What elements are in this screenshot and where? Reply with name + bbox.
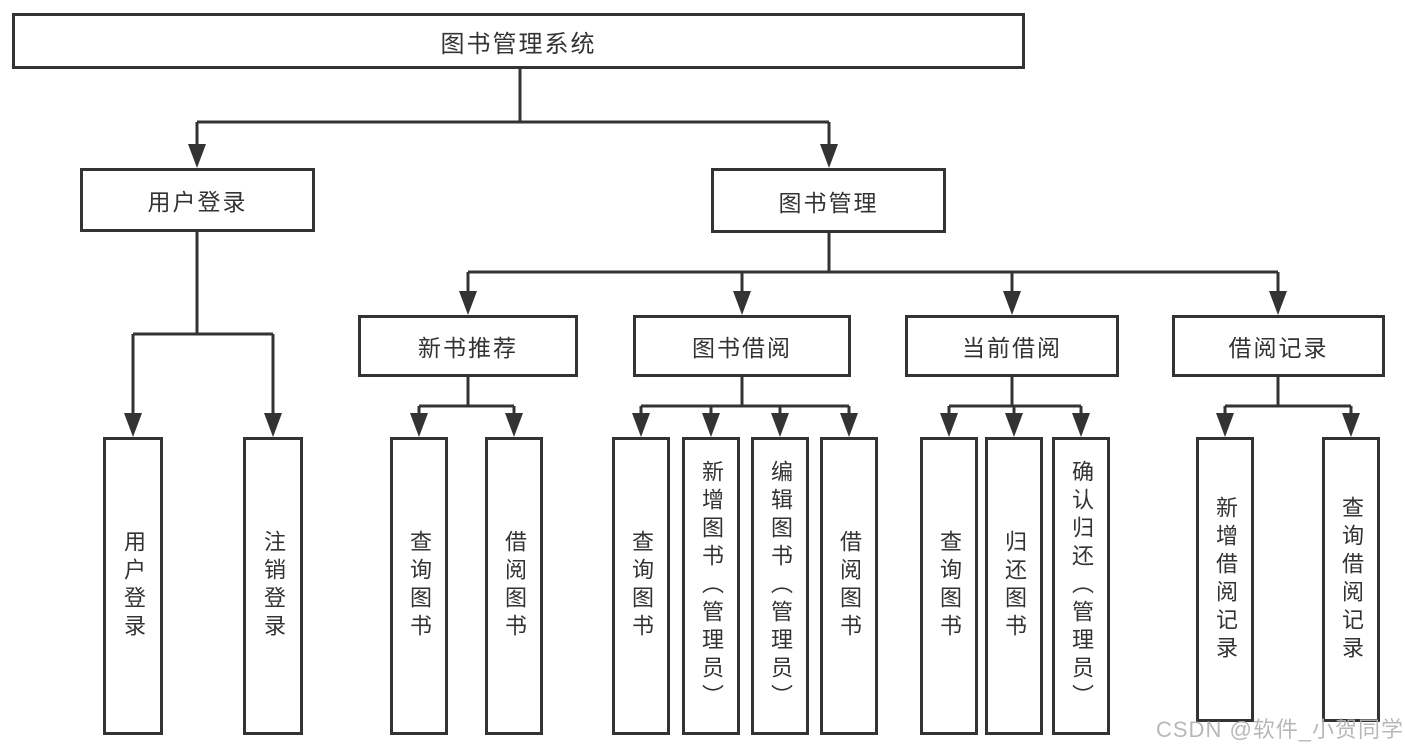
node-current-borrow: 当前借阅	[905, 315, 1119, 377]
leaf-nbr-query-books: 查询图书	[390, 437, 448, 735]
leaf-bb-query-books: 查询图书	[612, 437, 670, 735]
node-new-book-recommend: 新书推荐	[358, 315, 578, 377]
leaf-cb-confirm-return-admin: 确认归还（管理员）	[1052, 437, 1110, 735]
leaf-bb-borrow-books: 借阅图书	[820, 437, 878, 735]
edge-userlogin-to-leaves	[131, 230, 275, 415]
edge-currentborrow-to-leaves	[947, 375, 1083, 415]
leaf-bb-add-books-admin: 新增图书（管理员）	[682, 437, 740, 735]
csdn-watermark: CSDN @软件_小贺同学	[1156, 717, 1405, 742]
edge-newbook-to-leaves	[417, 375, 516, 415]
node-root: 图书管理系统	[12, 13, 1025, 69]
leaf-nbr-borrow-books: 借阅图书	[485, 437, 543, 735]
leaf-logout: 注销登录	[243, 437, 303, 735]
node-book-management: 图书管理	[711, 168, 946, 233]
leaf-cb-return-books: 归还图书	[985, 437, 1043, 735]
node-borrow-records: 借阅记录	[1172, 315, 1385, 377]
node-book-borrow: 图书借阅	[633, 315, 851, 377]
leaf-br-add-record: 新增借阅记录	[1196, 437, 1254, 722]
leaf-cb-query-books: 查询图书	[920, 437, 978, 735]
edge-records-to-leaves	[1223, 375, 1353, 415]
edge-bookmgmt-to-level3	[466, 231, 1280, 293]
node-user-login: 用户登录	[80, 168, 315, 232]
leaf-bb-edit-books-admin: 编辑图书（管理员）	[751, 437, 809, 735]
edge-bookborrow-to-leaves	[639, 375, 851, 415]
arrowheads	[124, 144, 1360, 437]
leaf-user-login: 用户登录	[103, 437, 163, 735]
leaf-br-query-record: 查询借阅记录	[1322, 437, 1380, 722]
edge-root-to-level2	[195, 68, 831, 146]
